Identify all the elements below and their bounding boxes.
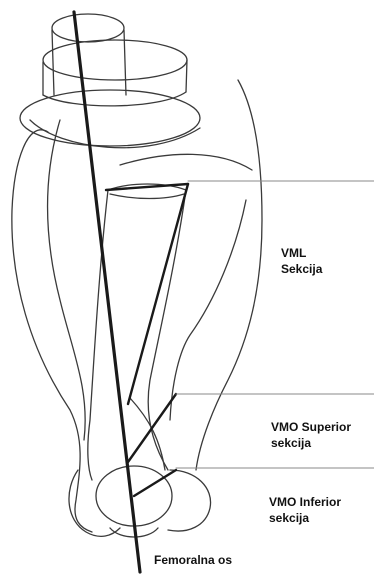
collar-top-ellipse bbox=[43, 40, 187, 80]
thigh-outline-right bbox=[196, 80, 262, 470]
bone-left-edge bbox=[88, 190, 108, 480]
collar-right-edge bbox=[186, 60, 187, 92]
vmo-superior-section-label: VMO Superior sekcija bbox=[271, 419, 351, 451]
vml-diagonal bbox=[128, 184, 188, 404]
femoral-axis-line bbox=[74, 12, 140, 572]
shaft-top-ellipse bbox=[52, 14, 124, 42]
vmo-superior-label-line2: sekcija bbox=[271, 435, 351, 451]
bone-right-edge bbox=[148, 190, 186, 470]
shaft-left-edge bbox=[52, 30, 54, 95]
ring-inner-curve bbox=[30, 120, 200, 148]
thigh-outline-left bbox=[12, 130, 92, 532]
vml-label-line1: VML bbox=[281, 245, 322, 261]
vml-section-label: VML Sekcija bbox=[281, 245, 322, 277]
condyle-right bbox=[168, 470, 211, 531]
bone-top-cap-under bbox=[110, 194, 184, 199]
vmo-inferior-label-line2: sekcija bbox=[269, 510, 341, 526]
femur-bone bbox=[88, 184, 186, 480]
vml-label-line2: Sekcija bbox=[281, 261, 322, 277]
ring-ellipse bbox=[20, 90, 200, 146]
vmo-superior-label-line1: VMO Superior bbox=[271, 419, 351, 435]
thigh-outline-inner-left bbox=[48, 120, 86, 440]
condyle-left bbox=[69, 470, 120, 536]
thigh-outline bbox=[12, 80, 262, 532]
vmo-inferior-label-line1: VMO Inferior bbox=[269, 494, 341, 510]
femoral-axis-label: Femoralna os bbox=[154, 552, 232, 568]
thigh-midline-curve bbox=[120, 154, 252, 170]
vmo-inferior-line bbox=[134, 470, 176, 496]
thigh-outline-inner-right bbox=[170, 200, 246, 420]
femur-shaft-top bbox=[20, 14, 200, 148]
vmo-inferior-section-label: VMO Inferior sekcija bbox=[269, 494, 341, 526]
